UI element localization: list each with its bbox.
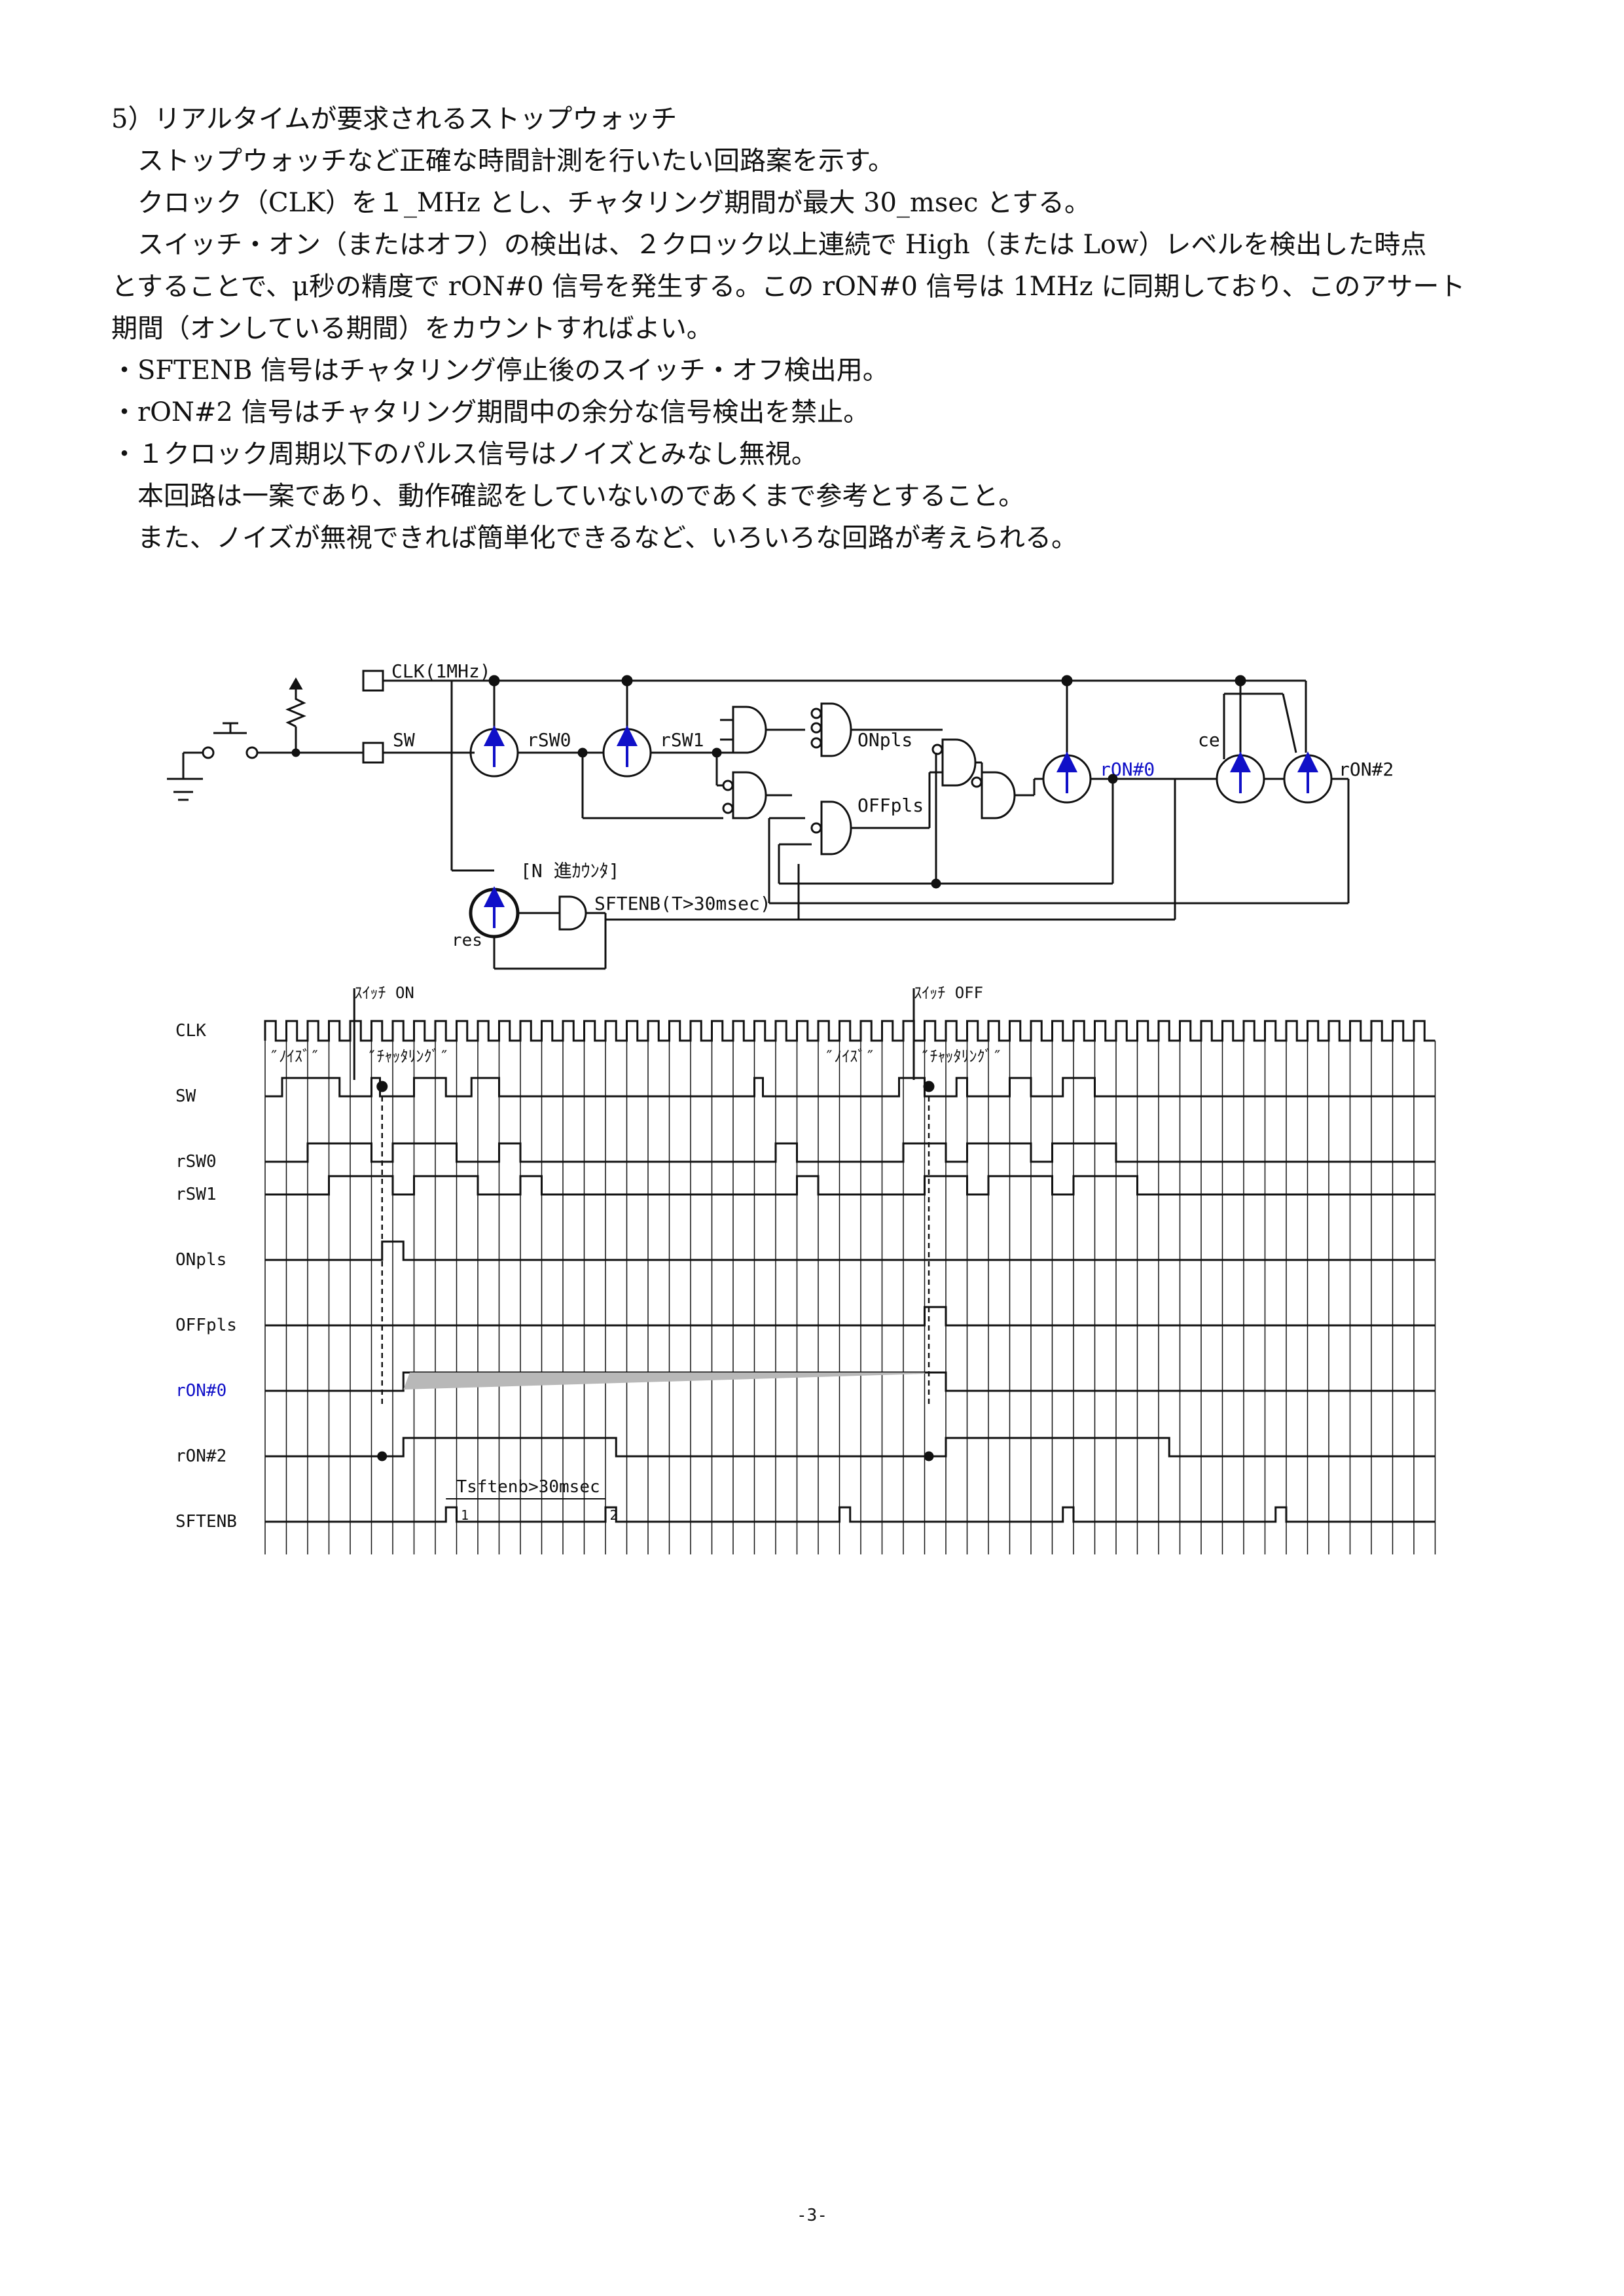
offpls-waveform <box>265 1306 1435 1327</box>
tsftenb-label: Tsftenb>30msec <box>457 1477 600 1497</box>
ron2-waveform <box>265 1437 1435 1458</box>
body-text: 5）リアルタイムが要求されるストップウォッチ ストップウォッチなど正確な時間計測… <box>111 98 1538 559</box>
or-gate <box>931 738 1016 819</box>
paragraph: クロック（CLK）を１_MHz とし、チャタリング期間が最大 30_msec と… <box>111 188 1091 218</box>
signal-label: SFTENB <box>175 1512 237 1532</box>
event-dot <box>376 1081 388 1092</box>
push-switch <box>167 722 363 801</box>
signal-label: rON#2 <box>175 1446 226 1466</box>
paragraph: また、ノイズが無視できれば簡単化できるなど、いろいろな回路が考えられる。 <box>111 523 1077 553</box>
signal-label: rON#0 <box>175 1381 226 1401</box>
page-number: -3- <box>797 2206 827 2225</box>
ron2-label: rON#2 <box>1339 759 1394 780</box>
sw-label: SW <box>393 729 415 751</box>
event-dot <box>924 1451 934 1462</box>
circuit-schematic: CLK(1MHz) SW rSW0 rSW1 <box>167 660 1394 970</box>
signal-label: rSW1 <box>175 1185 217 1204</box>
offpls-label: OFFpls <box>857 795 924 816</box>
signal-label: OFFpls <box>175 1316 237 1335</box>
bullet-item: ・SFTENB 信号はチャタリング停止後のスイッチ・オフ検出用。 <box>111 355 889 386</box>
sw-waveform <box>265 1077 1435 1098</box>
event-dot <box>377 1451 388 1462</box>
switch-off-annotation: ｽｲｯﾁ OFF <box>914 984 983 1002</box>
chattering-annotation: ″ﾁｬｯﾀﾘﾝｸﾞ″ <box>920 1047 1002 1066</box>
noise-annotation: ″ﾉｲｽﾞ″ <box>825 1047 875 1066</box>
marker-2: 2 <box>610 1507 618 1523</box>
ron0-active-fill <box>403 1372 925 1390</box>
and-gate-1 <box>720 706 767 754</box>
noise-annotation: ″ﾉｲｽﾞ″ <box>270 1047 320 1066</box>
bullet-item: ・１クロック周期以下のパルス信号はノイズとみなし無視。 <box>111 439 818 469</box>
paragraph: 期間（オンしている期間）をカウントすればよい。 <box>111 314 713 344</box>
and-gate-offpls <box>810 800 852 855</box>
clk-label: CLK(1MHz) <box>391 660 491 682</box>
sftenb-label: SFTENB(T>30msec) <box>594 893 771 914</box>
bullet-item: ・rON#2 信号はチャタリング期間中の余分な信号検出を禁止。 <box>111 397 870 427</box>
rsw1-label: rSW1 <box>660 729 704 751</box>
counter-label: [N 進ｶｳﾝﾀ] <box>520 860 619 882</box>
rsw0-label: rSW0 <box>527 729 571 751</box>
res-label: res <box>452 931 482 950</box>
signal-label: rSW0 <box>175 1152 217 1172</box>
signal-label: ONpls <box>175 1250 226 1270</box>
paragraph: ストップウォッチなど正確な時間計測を行いたい回路案を示す。 <box>111 146 894 176</box>
paragraph: とすることで、μ秒の精度で rON#0 信号を発生する。この rON#0 信号は… <box>111 272 1466 302</box>
section-heading: 5）リアルタイムが要求されるストップウォッチ <box>111 104 677 134</box>
paragraph: 本回路は一案であり、動作確認をしていないのであくまで参考とすること。 <box>111 481 1025 511</box>
event-dot <box>923 1081 935 1092</box>
rsw0-waveform <box>265 1142 1435 1163</box>
clk-waveform <box>264 1020 1435 1042</box>
switch-on-annotation: ｽｲｯﾁ ON <box>355 984 414 1002</box>
paragraph: スイッチ・オン（またはオフ）の検出は、２クロック以上連続で High（または L… <box>111 230 1427 260</box>
chattering-annotation: ″ﾁｬｯﾀﾘﾝｸﾞ″ <box>367 1047 449 1066</box>
marker-1: 1 <box>461 1507 469 1523</box>
pullup-resistor <box>285 677 306 757</box>
buffer-gate <box>558 895 587 931</box>
rsw1-waveform <box>265 1175 1435 1196</box>
ce-label: ce <box>1198 729 1220 751</box>
sftenb-waveform <box>265 1506 1435 1523</box>
onpls-waveform <box>265 1240 1435 1261</box>
and-gate-onpls <box>810 702 852 757</box>
signal-label: SW <box>175 1086 196 1106</box>
onpls-label: ONpls <box>857 729 912 751</box>
signal-label: CLK <box>175 1021 206 1041</box>
